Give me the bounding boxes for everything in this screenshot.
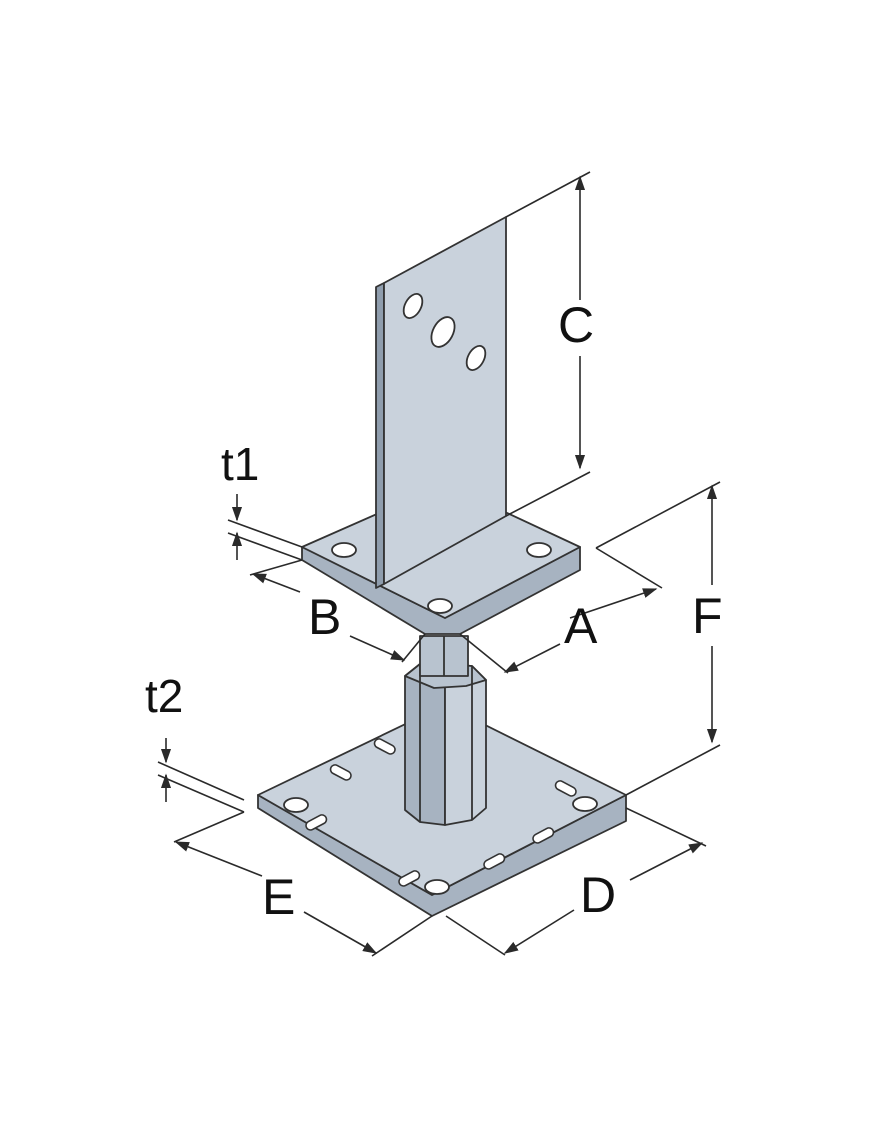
dimension-labels: C F A B t1 t2 E D [145,297,723,925]
threaded-rod [419,635,469,677]
label-t1: t1 [221,438,259,490]
label-b: B [308,589,341,645]
label-a: A [564,598,598,654]
label-t2: t2 [145,670,183,722]
label-e: E [262,869,295,925]
label-c: C [558,297,594,353]
label-d: D [580,867,616,923]
dimension-lines [157,171,721,957]
hex-sleeve [404,663,487,826]
label-f: F [692,588,723,644]
